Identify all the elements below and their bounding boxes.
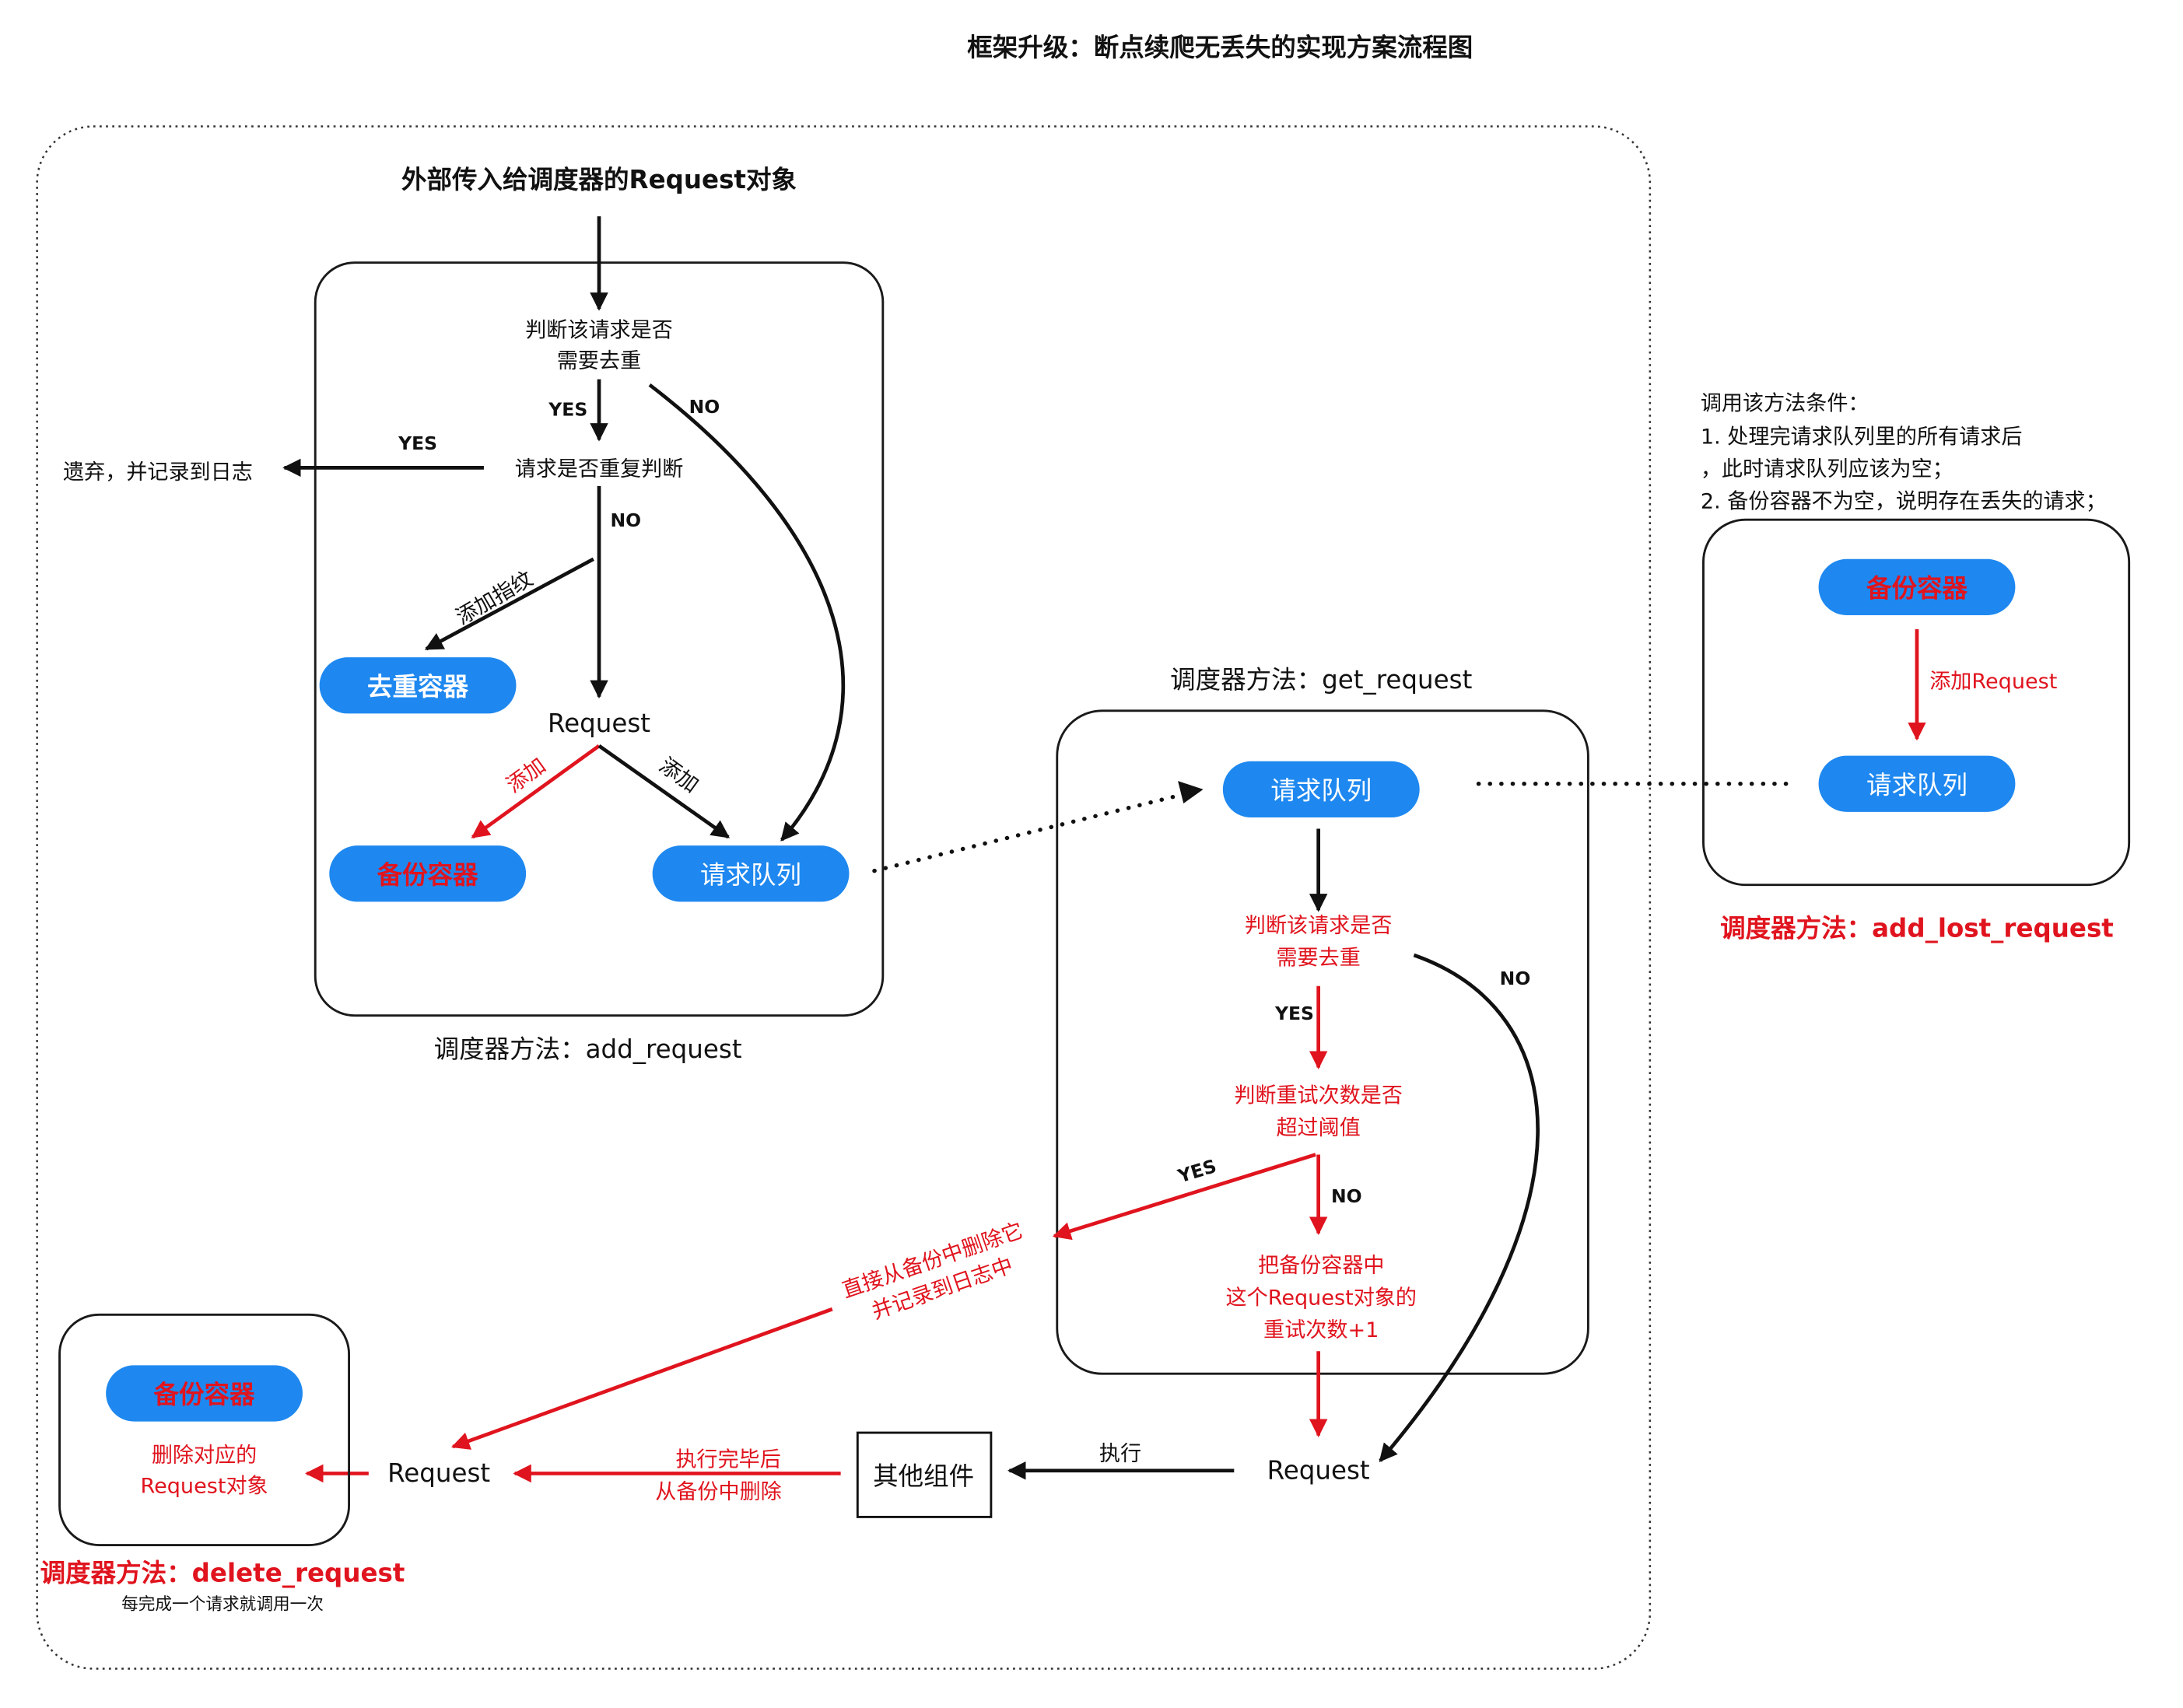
add-fingerprint-label: 添加指纹 <box>452 567 537 630</box>
increment-retry-line2: 这个Request对象的 <box>1226 1286 1417 1311</box>
dedup-question-line1: 判断该请求是否 <box>525 318 673 342</box>
done-label-line2: 从备份中删除 <box>655 1480 781 1504</box>
condition-title: 调用该方法条件： <box>1701 391 1869 415</box>
add-backup-label: 添加 <box>503 754 551 798</box>
other-components-box <box>856 1431 993 1518</box>
get-dedup-no-label: NO <box>1500 968 1531 989</box>
dotted-connector-queues <box>872 793 1183 873</box>
get-request-caption: 调度器方法：get_request <box>1170 665 1472 695</box>
backup-container-label: 备份容器 <box>377 860 479 890</box>
delete-request-box <box>58 1313 351 1546</box>
request-node-add: Request <box>548 709 650 738</box>
increment-retry-line1: 把备份容器中 <box>1258 1254 1384 1278</box>
lost-queue-pill <box>1818 755 2016 812</box>
add-lost-caption: 调度器方法：add_lost_request <box>1720 914 2114 943</box>
add-request-caption: 调度器方法：add_request <box>434 1034 742 1064</box>
delete-backup-label: 备份容器 <box>154 1380 256 1409</box>
retry-yes-label: YES <box>1175 1155 1219 1188</box>
dotted-connector-arrowhead <box>1178 781 1204 803</box>
request-queue-label: 请求队列 <box>700 860 801 890</box>
lost-backup-pill <box>1818 558 2016 615</box>
arrow-delete-direct <box>451 1307 833 1450</box>
get-request-box <box>1056 709 1589 1375</box>
repeat-no-label: NO <box>611 509 642 531</box>
lost-backup-label: 备份容器 <box>1866 574 1968 604</box>
request-node-left: Request <box>387 1458 490 1488</box>
done-label-line1: 执行完毕后 <box>675 1447 780 1472</box>
delete-backup-pill <box>106 1365 303 1422</box>
retry-no-label: NO <box>1331 1185 1362 1207</box>
increment-retry-line3: 重试次数+1 <box>1263 1318 1379 1342</box>
condition-line2: ，此时请求队列应该为空； <box>1701 457 1953 481</box>
delete-request-caption: 调度器方法：delete_request <box>40 1558 405 1587</box>
delete-desc-line2: Request对象 <box>140 1475 268 1499</box>
get-dedup-question-line2: 需要去重 <box>1276 947 1360 971</box>
diagram-title: 框架升级：断点续爬无丢失的实现方案流程图 <box>967 33 1473 62</box>
arrow-add-queue <box>597 744 731 839</box>
dedup-container-label: 去重容器 <box>367 672 469 702</box>
delete-request-subcaption: 每完成一个请求就调用一次 <box>121 1595 324 1615</box>
delete-desc-line1: 删除对应的 <box>152 1444 257 1468</box>
get-queue-pill <box>1222 761 1420 818</box>
arrow-get-dedup-no <box>1379 953 1540 1462</box>
discard-label: 遗弃，并记录到日志 <box>63 460 253 485</box>
arrow-add-backup <box>471 744 601 839</box>
get-dedup-question-line1: 判断该请求是否 <box>1245 914 1393 938</box>
repeat-yes-label: YES <box>398 432 437 454</box>
arrow-dedup-no-curve <box>648 383 846 842</box>
retry-question-line2: 超过阈值 <box>1276 1116 1360 1140</box>
dedup-container-pill <box>319 657 517 714</box>
arrow-add-fingerprint <box>424 557 594 651</box>
request-queue-pill <box>652 845 850 902</box>
backup-container-pill <box>329 845 527 902</box>
lost-queue-label: 请求队列 <box>1866 770 1968 800</box>
request-node-get: Request <box>1267 1456 1370 1486</box>
arrow-retry-yes <box>1052 1153 1316 1241</box>
entry-label: 外部传入给调度器的Request对象 <box>401 165 797 194</box>
other-components-label: 其他组件 <box>873 1461 974 1491</box>
dedup-no-label: NO <box>689 396 720 418</box>
outer-container <box>36 125 1652 1670</box>
get-dedup-yes-label: YES <box>1274 1003 1314 1024</box>
repeat-check-label: 请求是否重复判断 <box>515 457 684 481</box>
condition-line3: 2. 备份容器不为空，说明存在丢失的请求； <box>1701 490 2107 514</box>
dedup-yes-label: YES <box>548 399 587 421</box>
lost-add-label: 添加Request <box>1929 670 2057 694</box>
get-queue-label: 请求队列 <box>1270 776 1372 806</box>
execute-label: 执行 <box>1099 1442 1141 1466</box>
dedup-question-line2: 需要去重 <box>557 349 641 373</box>
add-lost-box <box>1702 518 2131 887</box>
condition-line1: 1. 处理完请求队列里的所有请求后 <box>1701 425 2023 450</box>
retry-question-line1: 判断重试次数是否 <box>1234 1084 1403 1108</box>
